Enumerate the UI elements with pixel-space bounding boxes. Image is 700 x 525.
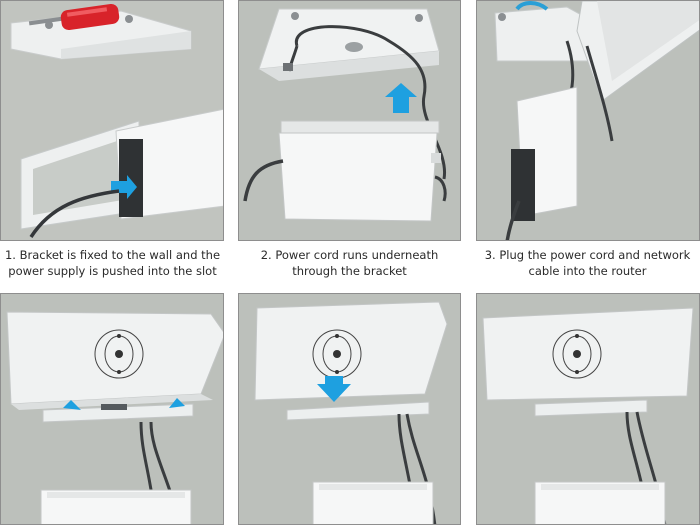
- wall-bracket: [10, 10, 192, 60]
- down-arrow-icon: [317, 376, 351, 402]
- step-5-image: [238, 293, 461, 525]
- caption-line: through the bracket: [292, 264, 407, 278]
- orbit-logo-icon: [94, 329, 144, 379]
- right-arrow-icon: [169, 398, 185, 408]
- screwdriver-icon: [28, 3, 120, 31]
- step-1-caption: 1. Bracket is fixed to the wall and the …: [0, 247, 229, 279]
- caption-line: 3. Plug the power cord and network: [484, 248, 691, 262]
- step-4-image: [0, 293, 224, 525]
- step-1-image: [0, 0, 224, 241]
- step-2-image: [238, 0, 461, 241]
- push-arrow-icon: [111, 175, 137, 199]
- caption-line: cable into the router: [528, 264, 647, 278]
- orbit-logo-icon: [552, 329, 602, 379]
- step-2-caption: 2. Power cord runs underneath through th…: [233, 247, 466, 279]
- caption-line: 2. Power cord runs underneath: [260, 248, 439, 262]
- caption-line: power supply is pushed into the slot: [8, 264, 217, 278]
- step-6-image: [476, 293, 700, 525]
- step-3-image: [476, 0, 700, 241]
- step-3-caption: 3. Plug the power cord and network cable…: [471, 247, 700, 279]
- left-arrow-icon: [63, 400, 81, 410]
- up-arrow-icon: [385, 83, 417, 113]
- caption-line: 1. Bracket is fixed to the wall and the: [4, 248, 221, 262]
